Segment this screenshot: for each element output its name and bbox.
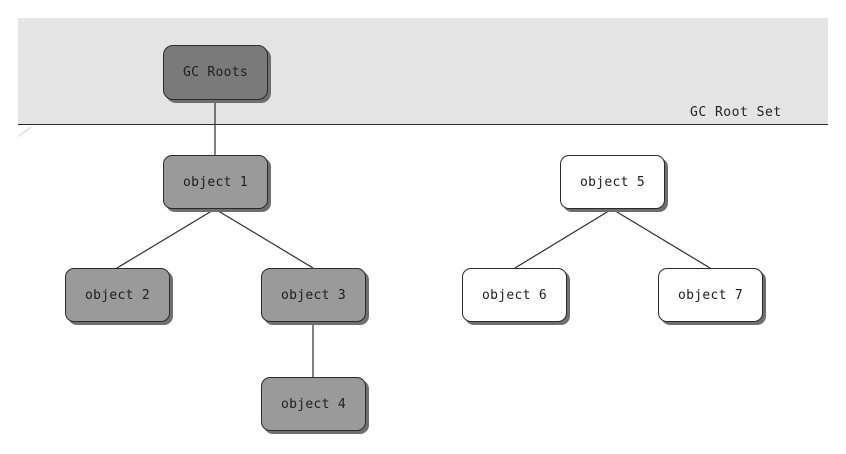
object-7-node: object 7: [658, 268, 763, 322]
object-3-node: object 3: [261, 268, 366, 322]
gc-root-set-label: GC Root Set: [690, 105, 782, 120]
edge-object-1-object-3: [214, 208, 314, 269]
edge-object-5-object-7: [611, 208, 711, 269]
object-1-node: object 1: [163, 155, 268, 209]
object-2-node: object 2: [65, 268, 170, 322]
object-5-node: object 5: [560, 155, 665, 209]
edge-object-1-object-2: [116, 208, 216, 269]
edge-object-5-object-6: [514, 208, 613, 269]
gc-roots-node: GC Roots: [163, 45, 268, 100]
object-6-node: object 6: [462, 268, 567, 322]
gc-root-set-boundary-line: [18, 124, 828, 125]
object-4-node: object 4: [261, 377, 366, 431]
gc-root-set-region: [18, 18, 828, 124]
